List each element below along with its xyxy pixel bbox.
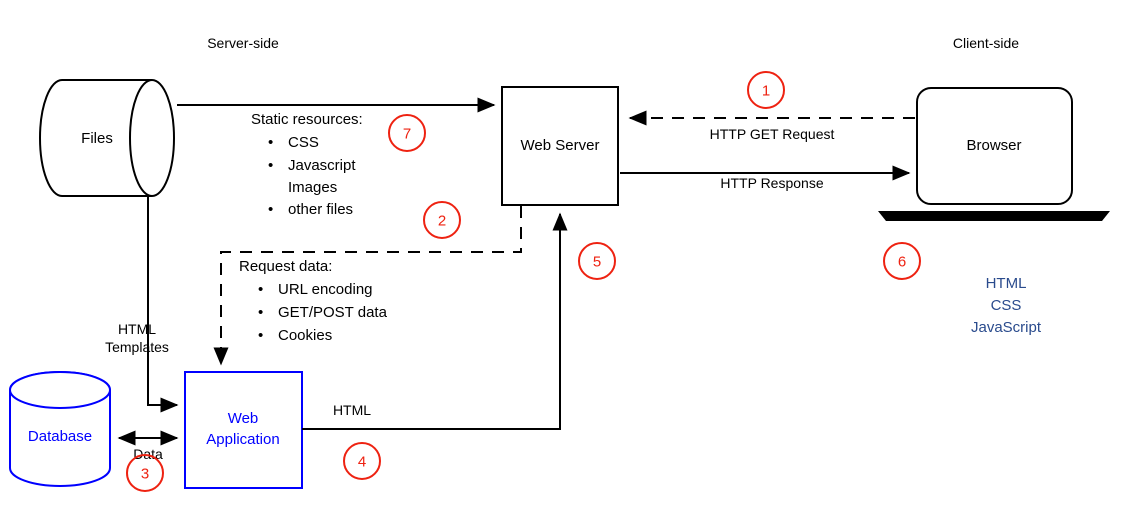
request-data-list: Request data: • URL encoding • GET/POST …: [239, 258, 388, 344]
static-resources-item-2: Images: [288, 179, 337, 196]
step-marker-5[interactable]: 5: [578, 242, 616, 280]
static-resources-bullet-0: •: [268, 134, 273, 151]
edge-label-data: Data: [133, 446, 163, 462]
client-tech-html: HTML: [986, 275, 1027, 292]
step-marker-4-label: 4: [358, 454, 366, 471]
node-label-web-server: Web Server: [521, 137, 600, 154]
step-marker-7-label: 7: [403, 126, 411, 143]
node-label-web-application-line2: Application: [206, 431, 279, 448]
step-marker-2-label: 2: [438, 213, 446, 230]
edge-files-to-web-application-templates: [147, 197, 179, 413]
step-marker-3[interactable]: 3: [126, 454, 164, 492]
node-database[interactable]: Database: [9, 371, 111, 487]
node-web-server[interactable]: Web Server: [501, 86, 619, 206]
node-web-application[interactable]: Web Application: [184, 371, 303, 489]
request-data-item-0: URL encoding: [278, 281, 373, 298]
node-label-files: Files: [81, 130, 113, 147]
static-resources-item-0: CSS: [288, 134, 319, 151]
static-resources-bullet-1: •: [268, 157, 273, 174]
client-tech-javascript: JavaScript: [971, 319, 1042, 336]
request-data-bullet-1: •: [258, 304, 263, 321]
edge-label-http-response: HTTP Response: [720, 175, 823, 191]
edge-label-http-get-request: HTTP GET Request: [710, 126, 835, 142]
step-marker-6-label: 6: [898, 254, 906, 271]
static-resources-heading: Static resources:: [251, 111, 363, 128]
step-marker-1-label: 1: [762, 83, 770, 100]
request-data-bullet-0: •: [258, 281, 263, 298]
zone-label-server-side: Server-side: [207, 35, 279, 51]
request-data-item-2: Cookies: [278, 327, 332, 344]
step-marker-6[interactable]: 6: [883, 242, 921, 280]
node-label-database: Database: [28, 428, 92, 445]
request-data-bullet-2: •: [258, 327, 263, 344]
static-resources-item-3: other files: [288, 201, 353, 218]
edge-label-html-templates-line2: Templates: [105, 339, 169, 355]
edge-label-html: HTML: [333, 402, 371, 418]
node-label-web-application-line1: Web: [228, 410, 259, 427]
step-marker-7[interactable]: 7: [388, 114, 426, 152]
edge-label-html-templates-line1: HTML: [118, 321, 156, 337]
zone-label-client-side: Client-side: [953, 35, 1019, 51]
node-label-browser: Browser: [966, 137, 1021, 154]
step-marker-3-label: 3: [141, 466, 149, 483]
edge-web-server-to-web-application-request: [213, 206, 522, 366]
edge-web-application-to-web-server-html: [302, 212, 568, 430]
client-tech-css: CSS: [991, 297, 1022, 314]
static-resources-list: Static resources: • CSS • Javascript Ima…: [251, 111, 363, 218]
step-marker-4[interactable]: 4: [343, 442, 381, 480]
request-data-heading: Request data:: [239, 258, 332, 275]
step-marker-2[interactable]: 2: [423, 201, 461, 239]
node-files[interactable]: Files: [39, 79, 175, 197]
client-technologies-list: HTML CSS JavaScript: [971, 275, 1042, 336]
static-resources-bullet-3: •: [268, 201, 273, 218]
node-browser[interactable]: Browser: [916, 87, 1073, 205]
laptop-base-icon: [878, 211, 1110, 221]
static-resources-item-1: Javascript: [288, 157, 356, 174]
request-data-item-1: GET/POST data: [278, 304, 388, 321]
step-marker-1[interactable]: 1: [747, 71, 785, 109]
step-marker-5-label: 5: [593, 254, 601, 271]
